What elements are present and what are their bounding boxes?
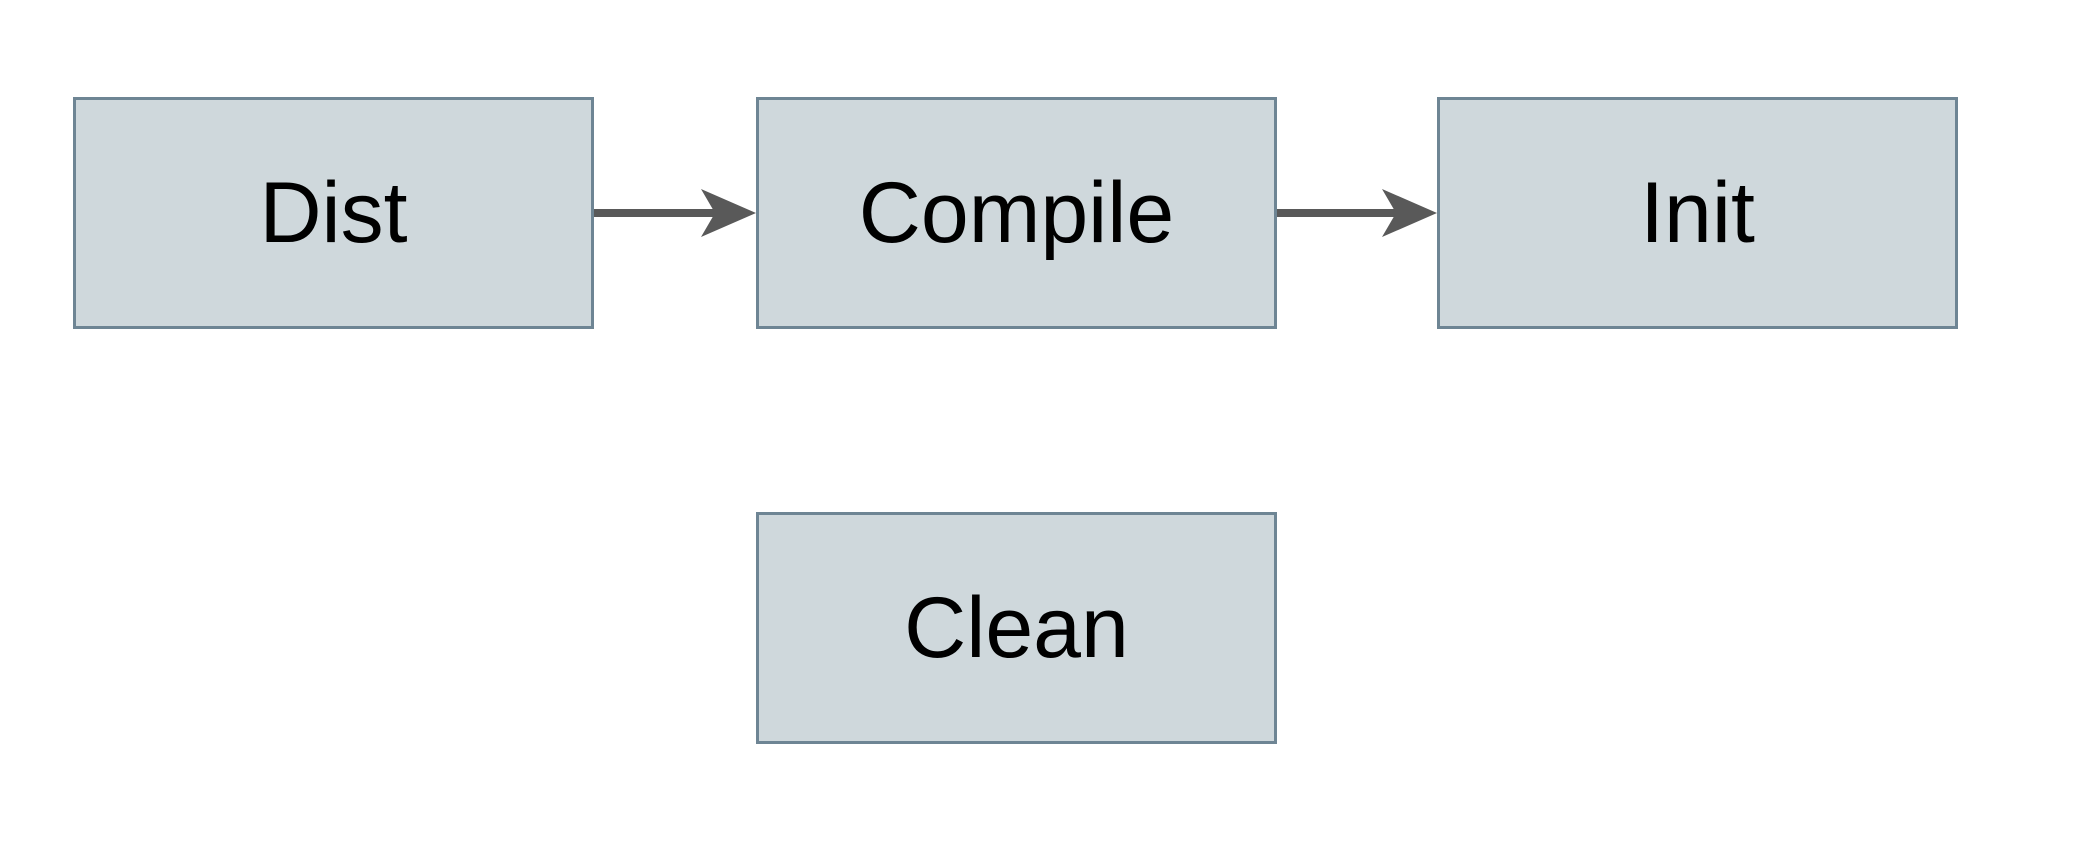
node-dist[interactable]: Dist	[73, 97, 594, 329]
node-dist-label: Dist	[259, 165, 408, 261]
node-clean[interactable]: Clean	[756, 512, 1277, 744]
node-init[interactable]: Init	[1437, 97, 1958, 329]
node-compile-label: Compile	[858, 165, 1175, 261]
arrowhead-icon	[701, 189, 756, 237]
node-init-label: Init	[1640, 165, 1755, 261]
arrowhead-icon	[1382, 189, 1437, 237]
node-clean-label: Clean	[904, 580, 1129, 676]
edge-compile-to-init[interactable]	[1277, 189, 1437, 237]
edge-dist-to-compile[interactable]	[594, 189, 756, 237]
node-compile[interactable]: Compile	[756, 97, 1277, 329]
